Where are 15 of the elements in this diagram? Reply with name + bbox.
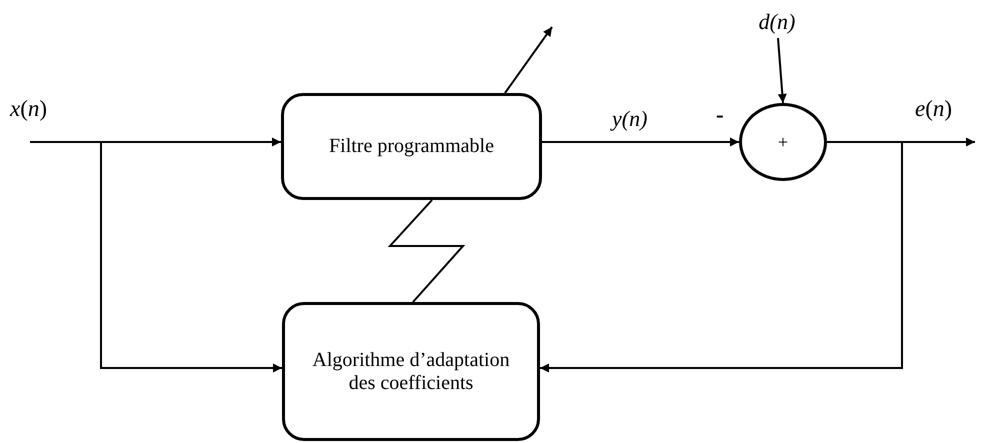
operator-sign: + xyxy=(778,132,788,152)
arrow xyxy=(542,138,739,146)
arrow xyxy=(777,38,787,104)
signal-label: d(n) xyxy=(758,9,796,35)
process-box xyxy=(281,93,542,200)
node-label: Algorithme d’adaptation des coefficients xyxy=(311,348,511,394)
sign-label: - xyxy=(716,102,724,128)
node-label: Filtre programmable xyxy=(328,135,495,158)
signal-label: e(n) xyxy=(915,96,952,122)
signal-label: x(n) xyxy=(10,96,48,122)
arrow xyxy=(100,142,282,372)
connector-line xyxy=(388,199,466,303)
arrow xyxy=(30,138,281,146)
process-box xyxy=(282,302,540,441)
arrow xyxy=(540,141,903,372)
